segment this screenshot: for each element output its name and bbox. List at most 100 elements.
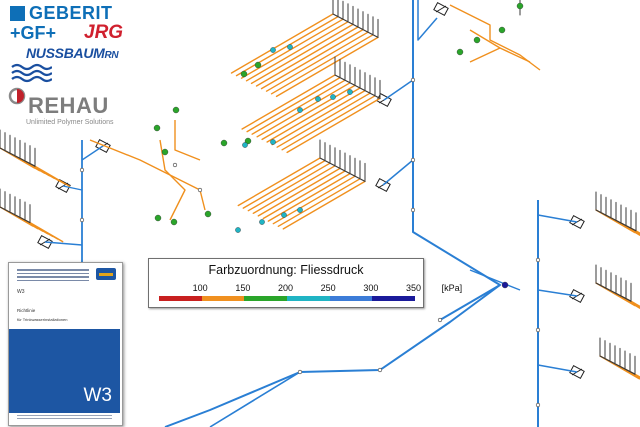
manifold-left-upper-header (0, 147, 36, 167)
booklet-title: W3 (83, 385, 113, 406)
booklet-cover-panel: W3 (9, 329, 120, 413)
pipe-junction-node (197, 187, 203, 193)
pipe-junction-node (535, 327, 541, 333)
booklet-footer-lines (17, 415, 112, 420)
outlet-point-cyan (297, 207, 303, 213)
outlet-point-cyan (297, 107, 303, 113)
nussbaum-text: NUSSBAUM (26, 45, 105, 61)
manifold-upper-branch (286, 97, 381, 154)
gf-logo: +GF+ (10, 23, 57, 43)
feed-left-mid (62, 185, 83, 191)
pipe-junction-node (410, 157, 416, 163)
manifold-upper-branch (246, 76, 341, 133)
outlet-point-green (240, 70, 248, 78)
outlet-point-green (170, 218, 178, 226)
booklet-heading: Richtlinie (17, 308, 36, 313)
main-supply-branch (209, 371, 301, 427)
manifold-upper-branch (271, 89, 366, 146)
pressure-node-high (501, 281, 509, 289)
pipe-junction-node (410, 77, 416, 83)
outlet-point-green (154, 214, 162, 222)
manifold-top-left-branch (260, 28, 364, 90)
manifold-top-left-branch (230, 13, 334, 74)
outlet-point-green (254, 61, 262, 69)
pipe-junction-node (79, 167, 85, 173)
outlet-point-cyan (242, 142, 248, 148)
pipe-junction-node (437, 317, 443, 323)
manifold-top-left-branch (240, 18, 344, 79)
jrg-logo: JRG (84, 22, 124, 43)
feed-left-upper (81, 145, 104, 161)
geberit-text: GEBERIT (29, 3, 113, 23)
manifold-right-lower-header (599, 355, 636, 375)
rehau-tagline: Unlimited Polymer Solutions (26, 119, 114, 126)
legend-tick-250: 250 (320, 283, 336, 293)
manifold-mid-branch (247, 162, 331, 212)
branch-left-cluster-c (174, 120, 201, 161)
booklet-code: W3 (17, 289, 25, 295)
outlet-point-green (204, 210, 212, 218)
feed-left-lower (44, 241, 83, 246)
pipe-junction-node (377, 367, 383, 373)
legend-tick-350: 350 (406, 283, 422, 293)
pipe-junction-node (79, 217, 85, 223)
legend-color-segment (244, 296, 288, 301)
outlet-point-cyan (270, 139, 276, 145)
rehau-emblem-icon (8, 87, 26, 105)
pipe-junction-node (535, 257, 541, 263)
branch-left-cluster-a (89, 139, 206, 211)
feed-mid-center (382, 159, 414, 186)
outlet-point-cyan (330, 94, 336, 100)
nussbaum-logo: NUSSBAUMRN (26, 45, 119, 61)
manifold-mid-branch (252, 165, 336, 215)
outlet-point-green (498, 26, 506, 34)
legend-tick-300: 300 (363, 283, 379, 293)
nussbaum-waves-icon (11, 63, 52, 83)
geberit-logo: GEBERIT (10, 3, 113, 24)
manifold-mid-header (319, 157, 366, 182)
legend-color-segment (372, 296, 416, 301)
feed-upper-center (383, 79, 414, 101)
legend-tick-150: 150 (235, 283, 251, 293)
feed-right-lower (537, 364, 578, 373)
outlet-point-green (161, 148, 169, 156)
manifold-left-lower-branch (29, 221, 64, 243)
manifold-upper-branch (256, 82, 351, 138)
manifold-left-upper-branch (34, 165, 71, 187)
outlet-point-cyan (235, 227, 241, 233)
legend-color-segment (159, 296, 202, 301)
manifold-top-left-branch (255, 26, 359, 87)
main-riser-center (412, 0, 501, 321)
manifold-top-left-branch (270, 34, 374, 95)
geberit-square-icon (10, 6, 25, 21)
manifold-top-left-branch (265, 31, 369, 92)
outlet-point-cyan (287, 44, 293, 50)
outlet-point-green (172, 106, 180, 114)
connector-right (469, 269, 521, 291)
branch-top-right-c (499, 47, 531, 63)
pipe-junction-node (410, 207, 416, 213)
legend-tick-200: 200 (278, 283, 294, 293)
outlet-point-cyan (347, 89, 353, 95)
outlet-point-cyan (259, 219, 265, 225)
valve-top-center-stem (435, 5, 447, 13)
manifold-upper-branch (241, 74, 336, 130)
main-riser-top (417, 0, 438, 41)
pipe-junction-node (172, 162, 178, 168)
manifold-top-left-branch (275, 36, 379, 98)
outlet-point-green (516, 2, 524, 10)
legend-title: Farbzuordnung: Fliessdruck (208, 263, 364, 277)
pipe-junction-node (535, 402, 541, 408)
manifold-upper-branch (276, 92, 371, 148)
manifold-top-left-branch (250, 23, 354, 85)
outlet-point-green (473, 36, 481, 44)
feed-right-upper (537, 214, 578, 223)
outlet-point-cyan (281, 212, 287, 218)
manifold-mid-branch (277, 178, 361, 228)
main-supply-line-lower (164, 284, 501, 427)
booklet-subheading: für Trinkwasserinstallationen (17, 317, 68, 322)
rehau-logo: REHAU (28, 93, 109, 118)
manifold-right-upper-header (595, 209, 637, 232)
